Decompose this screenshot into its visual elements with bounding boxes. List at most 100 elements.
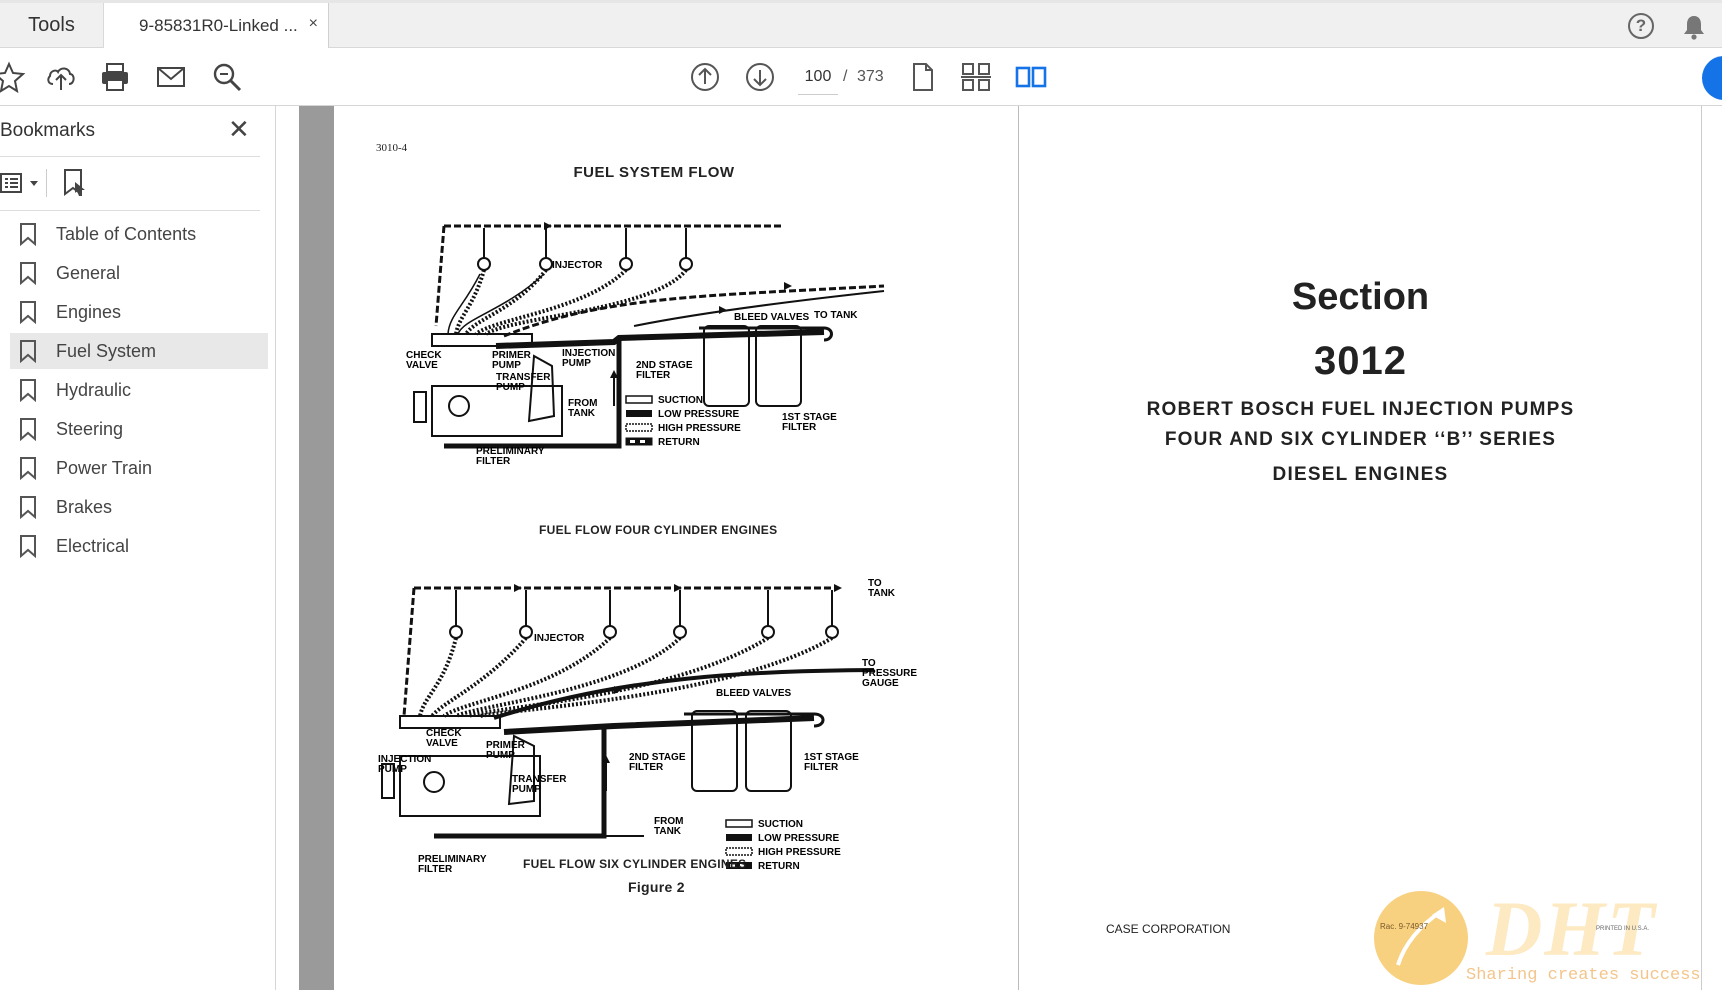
bookmark-icon bbox=[20, 262, 36, 285]
label-bleed-valves: BLEED VALVES bbox=[716, 688, 792, 699]
fuel-flow-six-cylinder-diagram: INJECTOR TO TANK TO PRESSURE GAUGE BLEED… bbox=[378, 578, 917, 875]
toolbar-divider bbox=[46, 169, 47, 197]
label-transfer-pump-1: TRANSFER bbox=[496, 372, 551, 383]
bookmark-item[interactable]: General bbox=[10, 255, 268, 291]
label-preliminary-filter-1: PRELIMINARY bbox=[418, 854, 487, 865]
label-primer-pump-1: PRIMER bbox=[492, 350, 532, 361]
bookmark-icon bbox=[20, 535, 36, 558]
chevron-down-icon bbox=[30, 181, 38, 186]
legend-suction: SUCTION bbox=[658, 395, 703, 406]
upload-icon[interactable] bbox=[44, 60, 78, 94]
tab-tools[interactable]: Tools bbox=[0, 3, 104, 48]
star-icon[interactable] bbox=[0, 60, 26, 94]
bookmark-label: Electrical bbox=[56, 535, 130, 556]
legend-suction: SUCTION bbox=[758, 819, 803, 830]
single-page-view-icon[interactable] bbox=[905, 60, 939, 94]
pdf-page-right: Section 3012 ROBERT BOSCH FUEL INJECTION… bbox=[1019, 106, 1702, 990]
label-check-valve-1: CHECK bbox=[426, 728, 462, 739]
label-preliminary-filter-2: FILTER bbox=[418, 864, 453, 875]
bookmark-item[interactable]: Engines bbox=[10, 294, 268, 330]
footer-publisher: CASE CORPORATION bbox=[1106, 922, 1231, 936]
bookmark-item[interactable]: Power Train bbox=[10, 450, 268, 486]
watermark-printed-note: PRINTED IN U.S.A. bbox=[1596, 926, 1650, 932]
legend-return: RETURN bbox=[658, 437, 700, 448]
section-heading: Section bbox=[1291, 276, 1430, 318]
bookmark-icon bbox=[20, 379, 36, 402]
bookmark-label: General bbox=[56, 262, 121, 283]
page-total: 373 bbox=[857, 68, 884, 85]
caption-six-cylinder: FUEL FLOW SIX CYLINDER ENGINES bbox=[523, 857, 747, 871]
bookmark-icon bbox=[20, 496, 36, 519]
list-options-icon bbox=[0, 173, 22, 193]
mail-icon[interactable] bbox=[154, 60, 188, 94]
bookmark-item[interactable]: Brakes bbox=[10, 489, 268, 525]
legend-return: RETURN bbox=[758, 861, 800, 872]
page-number-input[interactable]: 100 bbox=[798, 59, 838, 95]
label-preliminary-filter-2: FILTER bbox=[476, 456, 511, 467]
label-bleed-valves: BLEED VALVES bbox=[734, 312, 810, 323]
tab-bar: Tools 9-85831R0-Linked ... × ? bbox=[0, 0, 1722, 49]
label-1st-stage-1: 1ST STAGE bbox=[804, 752, 859, 763]
close-panel-icon[interactable]: ✕ bbox=[228, 114, 250, 144]
add-bookmark-icon[interactable] bbox=[60, 168, 88, 198]
help-icon[interactable]: ? bbox=[1628, 13, 1654, 39]
label-injection-pump-1: INJECTION bbox=[378, 754, 431, 765]
zoom-search-icon[interactable] bbox=[210, 60, 244, 94]
legend-high-pressure: HIGH PRESSURE bbox=[758, 847, 841, 858]
bookmark-item[interactable]: Table of Contents bbox=[10, 216, 268, 252]
bookmark-icon bbox=[20, 457, 36, 480]
watermark-arrow-icon bbox=[1396, 907, 1446, 966]
sign-in-avatar-button[interactable] bbox=[1702, 56, 1722, 100]
label-1st-stage-2: FILTER bbox=[804, 762, 839, 773]
label-preliminary-filter-1: PRELIMINARY bbox=[476, 446, 545, 457]
label-2nd-stage-2: FILTER bbox=[629, 762, 664, 773]
bookmark-item[interactable]: Fuel System bbox=[10, 333, 268, 369]
label-injection-pump-1: INJECTION bbox=[562, 348, 615, 359]
bookmark-label: Hydraulic bbox=[56, 379, 132, 400]
bookmark-label: Fuel System bbox=[56, 340, 157, 361]
bookmark-icon bbox=[20, 301, 36, 324]
label-to-gauge-3: GAUGE bbox=[862, 678, 899, 689]
label-from-tank-2: TANK bbox=[654, 826, 682, 837]
page-title: FUEL SYSTEM FLOW bbox=[573, 164, 735, 181]
print-icon[interactable] bbox=[98, 60, 132, 94]
label-check-valve-2: VALVE bbox=[426, 738, 458, 749]
tab-document[interactable]: 9-85831R0-Linked ... × bbox=[104, 3, 329, 49]
section-subtitle-1: ROBERT BOSCH FUEL INJECTION PUMPS bbox=[1146, 399, 1575, 420]
legend-six: SUCTION LOW PRESSURE HIGH PRESSURE RETUR… bbox=[725, 819, 841, 872]
label-to-tank: TO TANK bbox=[814, 310, 858, 321]
bookmark-item[interactable]: Steering bbox=[10, 411, 268, 447]
page-thumbnails-icon[interactable] bbox=[959, 60, 993, 94]
notification-bell-icon[interactable] bbox=[1680, 13, 1708, 41]
page-down-icon[interactable] bbox=[743, 60, 777, 94]
watermark-logo-circle bbox=[1374, 891, 1468, 985]
section-subtitle-3: DIESEL ENGINES bbox=[1272, 464, 1449, 485]
two-page-view-icon[interactable] bbox=[1014, 60, 1048, 94]
label-injector: INJECTOR bbox=[534, 633, 585, 644]
caption-four-cylinder: FUEL FLOW FOUR CYLINDER ENGINES bbox=[539, 523, 778, 537]
watermark-slogan: Sharing creates success bbox=[1466, 966, 1701, 985]
label-check-valve-2: VALVE bbox=[406, 360, 438, 371]
bookmarks-title: Bookmarks bbox=[0, 120, 96, 141]
label-injector: INJECTOR bbox=[552, 260, 603, 271]
bookmark-item[interactable]: Hydraulic bbox=[10, 372, 268, 408]
toolbar: 100 / 373 bbox=[0, 48, 1722, 106]
watermark-rac-number: Rac. 9-74937 bbox=[1380, 922, 1429, 931]
label-from-tank-2: TANK bbox=[568, 408, 596, 419]
figure-label: Figure 2 bbox=[628, 879, 685, 895]
label-primer-pump-1: PRIMER bbox=[486, 740, 526, 751]
label-to-tank-2: TANK bbox=[868, 588, 896, 599]
divider bbox=[0, 156, 260, 157]
label-transfer-pump-1: TRANSFER bbox=[512, 774, 567, 785]
bookmark-options-button[interactable] bbox=[0, 166, 40, 200]
label-to-gauge-1: TO bbox=[862, 658, 876, 669]
label-2nd-stage-1: 2ND STAGE bbox=[629, 752, 686, 763]
label-primer-pump-2: PUMP bbox=[486, 750, 515, 761]
label-2nd-stage-1: 2ND STAGE bbox=[636, 360, 693, 371]
page-up-icon[interactable] bbox=[688, 60, 722, 94]
watermark-dht-logo: DHT bbox=[1486, 885, 1657, 972]
label-1st-stage-1: 1ST STAGE bbox=[782, 412, 837, 423]
bookmark-item[interactable]: Electrical bbox=[10, 528, 268, 564]
tab-close-icon[interactable]: × bbox=[308, 15, 318, 32]
